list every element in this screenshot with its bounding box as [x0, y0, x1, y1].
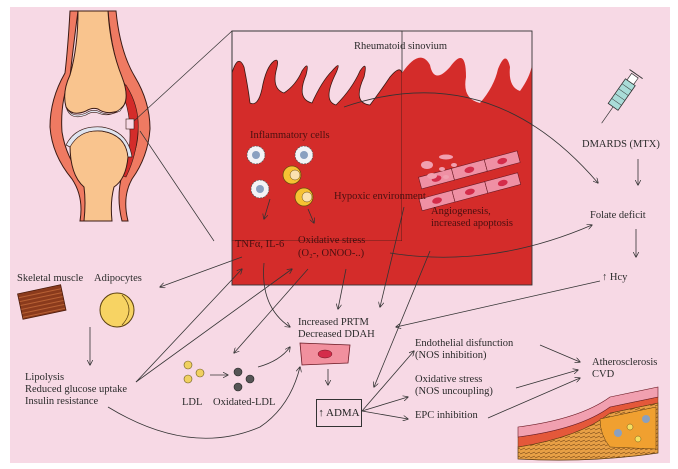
arrow-adma-oxstress	[361, 397, 408, 412]
label-decreased-ddah: Decreased DDAH	[298, 329, 375, 340]
label-endothelial-1: Endothelial disfunction	[415, 338, 514, 349]
label-folate-deficit: Folate deficit	[590, 210, 646, 221]
arrow-leukocyte-tnf	[264, 198, 271, 219]
arrow-angiogenesis-adma	[374, 250, 431, 387]
label-rheumatoid-sinovium: Rheumatoid sinovium	[354, 41, 448, 52]
arrow-hypoxic-prtm	[380, 206, 405, 307]
label-tnf-il6: TNFα, IL-6	[235, 239, 285, 250]
diagram-svg	[17, 10, 659, 461]
label-oxidated-ldl: Oxidated-LDL	[213, 397, 276, 408]
arrow-oxidative-ldl	[234, 268, 309, 353]
syringe-icon	[601, 69, 643, 124]
macrophage	[282, 165, 302, 185]
vessel-upper	[418, 150, 521, 190]
arrow-macrophage-oxidative	[307, 208, 314, 223]
zoom-line-top	[133, 30, 233, 122]
label-inflammatory-cells: Inflammatory cells	[250, 130, 330, 141]
synovium-frame	[231, 30, 533, 286]
ldl-particles	[183, 360, 205, 384]
angiogenesis-vessels	[418, 150, 522, 212]
arrow-tnf-prtm	[263, 262, 290, 327]
arrows	[90, 92, 638, 439]
apoptotic-bodies	[421, 154, 457, 179]
synovium-tissue	[231, 59, 403, 242]
artery-plaque-icon	[517, 386, 659, 461]
arrow-tnf-adipocytes	[160, 256, 243, 287]
diagram-canvas: Rheumatoid sinovium Inflammatory cells H…	[10, 7, 670, 463]
label-oxidative-stress-2: (O₂-, ONOO-..)	[298, 248, 365, 259]
upper-cartilage	[65, 104, 125, 118]
arrow-adma-endothelial	[361, 351, 414, 412]
label-ldl: LDL	[182, 397, 203, 408]
arrow-adma-epc	[361, 410, 408, 419]
arrow-lipolysis-oxidative	[135, 269, 292, 383]
adma-box: ↑ ADMA	[316, 399, 362, 427]
label-reduced-glucose: Reduced glucose uptake	[25, 384, 128, 395]
oxidated-ldl-particles	[233, 367, 255, 392]
label-adma: ↑ ADMA	[318, 407, 360, 419]
upper-bone	[64, 10, 127, 114]
adipocyte-icon	[99, 292, 135, 328]
zoom-line-bottom	[139, 130, 215, 242]
arrow-sinovium-folate	[343, 92, 598, 183]
arrow-oxldl-prtm	[257, 347, 290, 368]
leukocyte	[294, 145, 314, 165]
label-oxidative-stress-1: Oxidative stress	[298, 235, 366, 246]
label-angiogenesis-1: Angiogenesis,	[431, 206, 491, 217]
label-dmards: DMARDS (MTX)	[582, 139, 660, 150]
arrow-oxstress-athero	[515, 370, 578, 389]
skeletal-muscle-icon	[17, 284, 67, 320]
lower-cartilage	[65, 126, 133, 158]
zoom-marker	[125, 118, 135, 130]
arrow-epc-athero	[487, 378, 580, 419]
synovium-panel-right	[232, 57, 532, 285]
arrow-hcy-prtm	[396, 280, 601, 327]
macrophage	[294, 187, 314, 207]
label-oxstress2-2: (NOS uncoupling)	[415, 386, 493, 397]
label-adipocytes: Adipocytes	[94, 273, 142, 284]
label-endothelial-2: (NOS inhibition)	[415, 350, 487, 361]
inflammatory-cells	[246, 145, 314, 207]
arrow-endothelial-athero	[539, 344, 580, 362]
label-oxstress2-1: Oxidative stress	[415, 374, 483, 385]
endothelial-cell-icon	[299, 342, 351, 366]
label-lipolysis: Lipolysis	[25, 372, 65, 383]
label-atherosclerosis: Atherosclerosis	[592, 357, 658, 368]
label-cvd: CVD	[592, 369, 615, 380]
label-skeletal-muscle: Skeletal muscle	[17, 273, 84, 284]
label-hypoxic-environment: Hypoxic environment	[334, 191, 426, 202]
joint-illustration	[49, 10, 151, 222]
arrow-oxidative-prtm	[338, 268, 347, 309]
label-angiogenesis-2: increased apoptosis	[431, 218, 513, 229]
vessel-lower	[418, 172, 522, 212]
label-epc-inhibition: EPC inhibition	[415, 410, 478, 421]
arrow-oxidative-folate	[389, 225, 592, 258]
label-increased-prtm: Increased PRTM	[298, 317, 369, 328]
arrow-insulin-prtm	[107, 367, 300, 439]
leukocyte	[250, 179, 270, 199]
arrow-lipolysis-tnf	[135, 269, 242, 383]
label-insulin-resistance: Insulin resistance	[25, 396, 99, 407]
leukocyte	[246, 145, 266, 165]
label-hcy: ↑ Hcy	[602, 272, 628, 283]
